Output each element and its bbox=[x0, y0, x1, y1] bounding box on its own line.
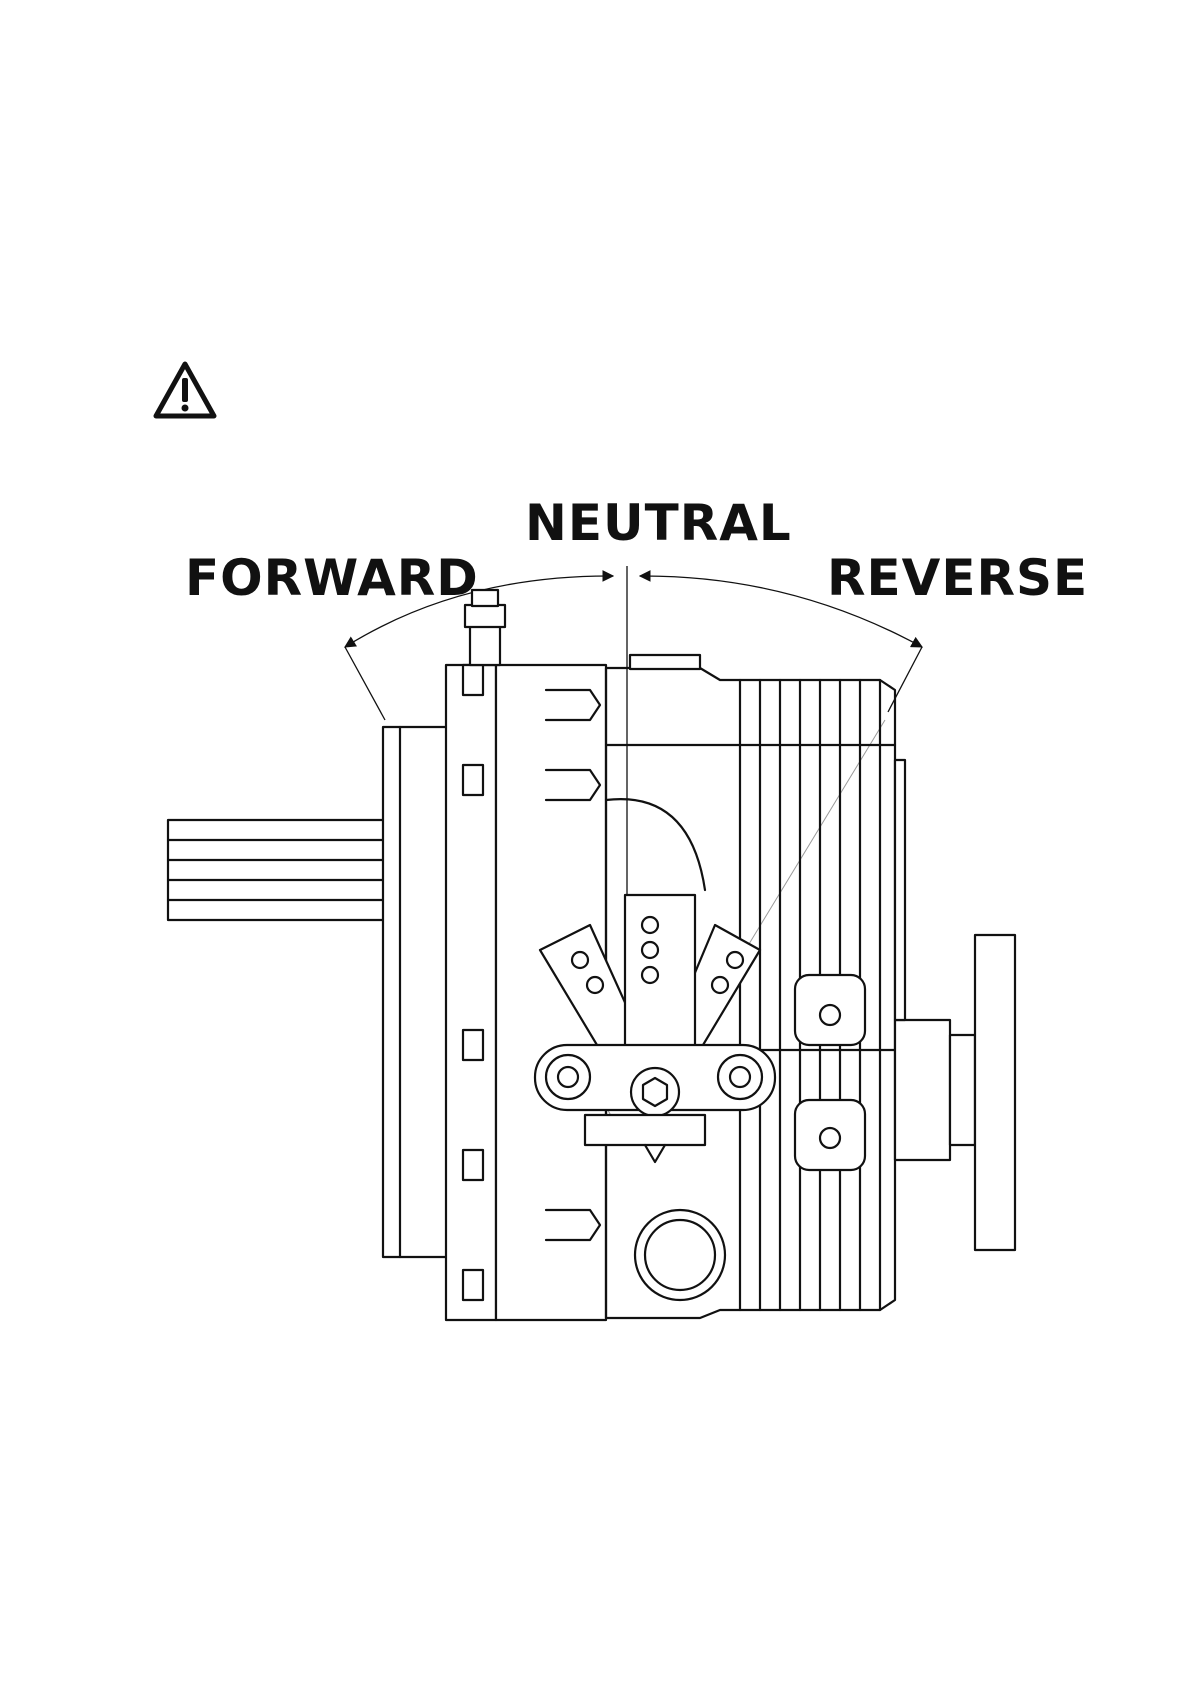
breather-fitting bbox=[465, 590, 700, 669]
output-flange bbox=[895, 760, 1015, 1250]
drain-plug bbox=[635, 1210, 725, 1300]
mounting-lugs bbox=[795, 975, 865, 1170]
